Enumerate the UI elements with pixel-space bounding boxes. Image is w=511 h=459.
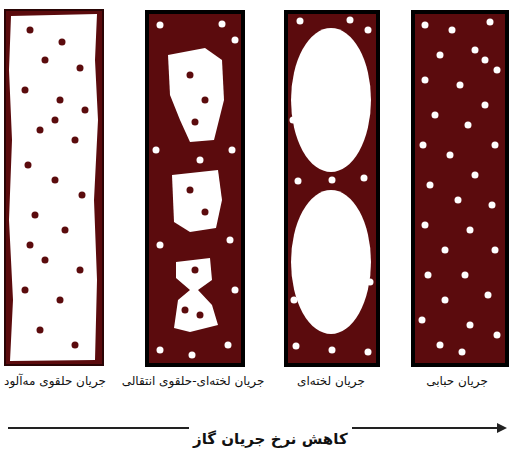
bubbly-flow-panel: [413, 12, 507, 365]
regime-label: جریان حلقوی مه‌آلود: [0, 372, 110, 391]
regime-label: جریان لخته‌ای-حلقوی انتقالی: [118, 372, 268, 391]
churn-flow-panel: [147, 12, 243, 365]
slug-flow-panel: [286, 12, 378, 365]
regime-label: جریان حبابی: [405, 372, 509, 391]
regime-label: جریان لخته‌ای: [280, 372, 382, 391]
annular-mist-panel: [5, 10, 103, 365]
arrow-caption: کاهش نرخ جریان گاز: [189, 427, 352, 451]
